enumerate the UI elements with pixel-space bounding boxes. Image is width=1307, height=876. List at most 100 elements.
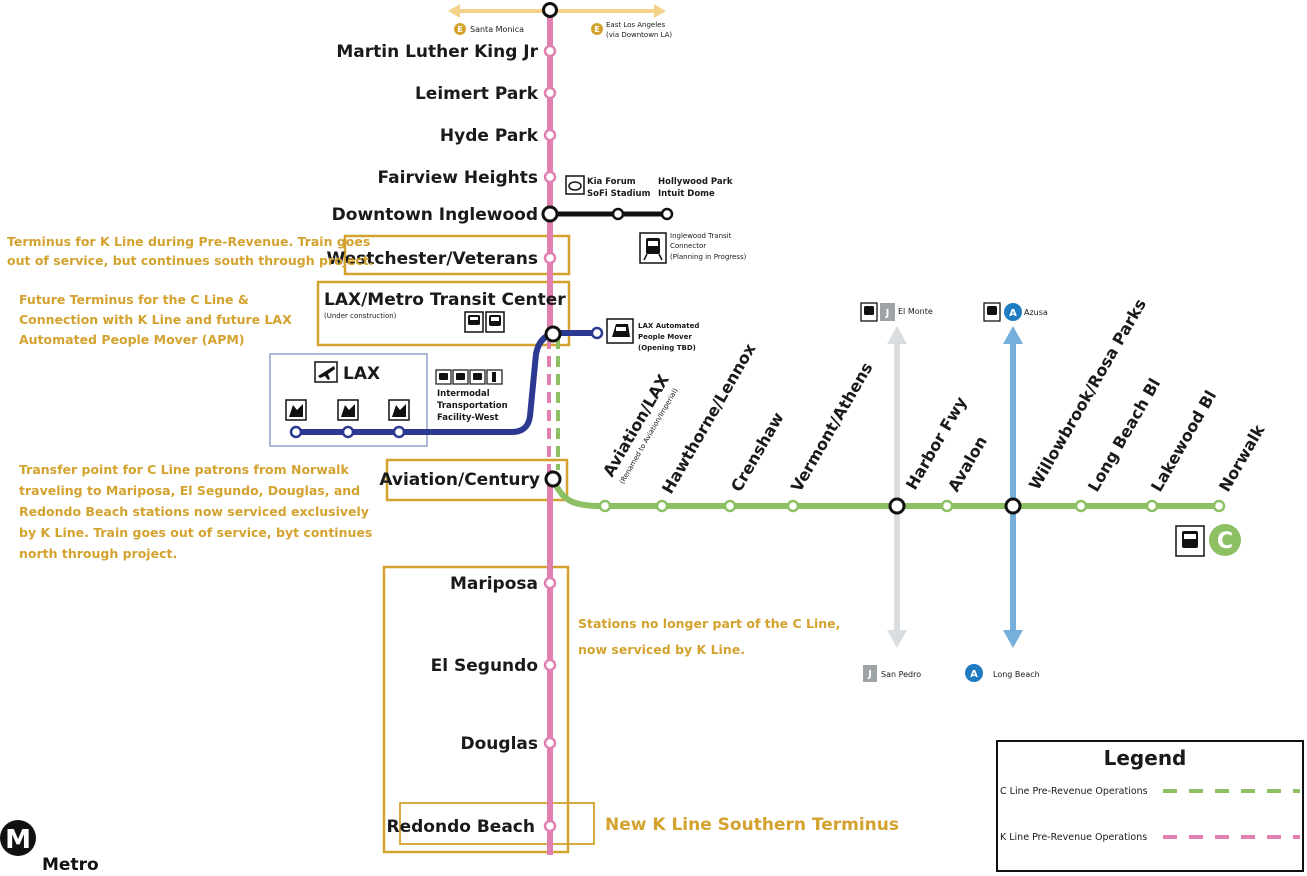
station-mariposa[interactable]: Mariposa: [450, 574, 538, 594]
station-aviation-century[interactable]: Aviation/Century: [379, 470, 540, 490]
transfer-stops: [541, 2, 1022, 515]
c-line: [550, 477, 1222, 509]
station-lax-metro[interactable]: LAX/Metro Transit Center: [324, 290, 566, 310]
stop-lax-metro: [544, 325, 562, 343]
dest-east-la-via: (via Downtown LA): [606, 31, 672, 39]
connector-label-1: Inglewood Transit: [670, 232, 732, 240]
inglewood-connector-stops: [611, 207, 674, 221]
a-dest-azusa: Azusa: [1024, 308, 1048, 317]
a-badge-north: A: [1004, 303, 1022, 321]
station-el-segundo[interactable]: El Segundo: [431, 656, 538, 676]
note-south-2: now serviced by K Line.: [578, 642, 745, 657]
note-aviation-5: north through project.: [19, 546, 177, 561]
svg-text:E: E: [594, 25, 599, 34]
venue-intuit-dome: Intuit Dome: [658, 189, 715, 199]
apm-label-3: (Opening TBD): [638, 344, 696, 352]
note-westchester-1: Terminus for K Line during Pre-Revenue. …: [7, 234, 370, 249]
station-redondo-beach[interactable]: Redondo Beach: [387, 817, 535, 837]
note-aviation-1: Transfer point for C Line patrons from N…: [19, 462, 349, 477]
venue-sofi-stadium: SoFi Stadium: [587, 189, 651, 199]
box-lax-metro: [316, 280, 571, 347]
note-south-1: Stations no longer part of the C Line,: [578, 616, 840, 631]
station-downtown-inglewood[interactable]: Downtown Inglewood: [332, 205, 538, 225]
box-redondo: [399, 802, 595, 845]
itf-label-1: Intermodal: [437, 389, 490, 399]
metro-wordmark: Metro: [42, 855, 99, 875]
k-stops: [543, 44, 557, 833]
svg-text:C: C: [1217, 529, 1233, 554]
station-douglas[interactable]: Douglas: [461, 734, 538, 754]
station-vermont-athens[interactable]: Vermont/Athens: [787, 359, 876, 495]
note-lax-3: Automated People Mover (APM): [19, 332, 245, 347]
svg-text:J: J: [885, 308, 890, 319]
station-lakewood-bl[interactable]: Lakewood Bl: [1147, 387, 1220, 495]
metro-logo: M Metro: [0, 820, 99, 875]
svg-text:M: M: [5, 825, 31, 855]
j-north-train-icon: [860, 302, 878, 322]
station-crenshaw[interactable]: Crenshaw: [727, 409, 788, 495]
station-fairview-heights[interactable]: Fairview Heights: [378, 168, 538, 188]
a-badge-south: A: [965, 664, 983, 682]
connector-label-2: Connector: [670, 242, 706, 250]
j-dest-el-monte: El Monte: [898, 307, 933, 316]
a-north-train-icon: [983, 302, 1001, 322]
itf-label-3: Facility-West: [437, 413, 499, 423]
stadium-icon: [565, 175, 585, 195]
dest-east-la: East Los Angeles: [606, 21, 665, 29]
note-aviation-3: Redondo Beach stations now serviced excl…: [19, 504, 369, 519]
legend-c-item: C Line Pre-Revenue Operations: [1000, 786, 1148, 797]
tram-icon: [639, 232, 667, 264]
note-aviation-2: traveling to Mariposa, El Segundo, Dougl…: [19, 483, 360, 498]
station-norwalk[interactable]: Norwalk: [1215, 421, 1269, 495]
box-lax-area: [269, 353, 428, 447]
connector-label-3: (Planning in Progress): [670, 253, 747, 261]
airplane-icon: [314, 361, 338, 383]
box-westchester: [343, 234, 571, 276]
box-aviation-century: [385, 458, 569, 502]
j-line-arrow: [887, 326, 907, 648]
e-badge-east: E: [591, 23, 603, 35]
note-terminus: New K Line Southern Terminus: [605, 815, 899, 835]
people-mover-icon: [606, 318, 634, 344]
lax-stops: [289, 326, 604, 439]
a-line-arrow: [1003, 326, 1023, 648]
terminal-glyphs: [289, 404, 406, 417]
train-icon: [485, 311, 505, 333]
note-westchester-2: out of service, but continues south thro…: [7, 253, 374, 268]
note-lax-2: Connection with K Line and future LAX: [19, 312, 292, 327]
lax-label: LAX: [343, 364, 380, 384]
dest-santa-monica: Santa Monica: [470, 25, 524, 34]
c-stops: [598, 499, 1226, 513]
station-lax-metro-sub: (Under construction): [324, 312, 397, 320]
apm-label-1: LAX Automated: [638, 322, 699, 330]
legend-title: Legend: [1104, 746, 1187, 770]
bus-icon: [464, 311, 484, 333]
c-train-icon: [1175, 525, 1205, 557]
station-leimert-park[interactable]: Leimert Park: [415, 84, 539, 104]
legend-k-item: K Line Pre-Revenue Operations: [1000, 832, 1147, 843]
note-lax-1: Future Terminus for the C Line &: [19, 292, 249, 307]
svg-text:A: A: [970, 669, 978, 680]
venue-hollywood-park: Hollywood Park: [658, 177, 733, 187]
box-south-stations: [382, 565, 570, 854]
station-avalon[interactable]: Avalon: [944, 433, 991, 495]
svg-text:E: E: [457, 25, 462, 34]
station-mlk[interactable]: Martin Luther King Jr: [336, 42, 538, 62]
svg-text:J: J: [867, 669, 872, 680]
a-dest-long-beach: Long Beach: [993, 670, 1040, 679]
note-aviation-4: by K Line. Train goes out of service, by…: [19, 525, 372, 540]
station-westchester[interactable]: Westchester/Veterans: [327, 249, 539, 269]
station-hyde-park[interactable]: Hyde Park: [440, 126, 539, 146]
itf-label-2: Transportation: [437, 401, 508, 411]
venue-kia-forum: Kia Forum: [587, 177, 636, 187]
j-dest-san-pedro: San Pedro: [881, 670, 921, 679]
legend: Legend C Line Pre-Revenue Operations K L…: [996, 740, 1304, 872]
svg-text:A: A: [1009, 308, 1017, 319]
j-badge-south: J: [863, 665, 877, 682]
c-line-badge: C: [1209, 524, 1241, 556]
itf-glyphs: [439, 372, 496, 382]
station-willowbrook[interactable]: Willowbrook/Rosa Parks: [1025, 296, 1150, 493]
e-badge-west: E: [454, 23, 466, 35]
apm-label-2: People Mover: [638, 333, 692, 341]
